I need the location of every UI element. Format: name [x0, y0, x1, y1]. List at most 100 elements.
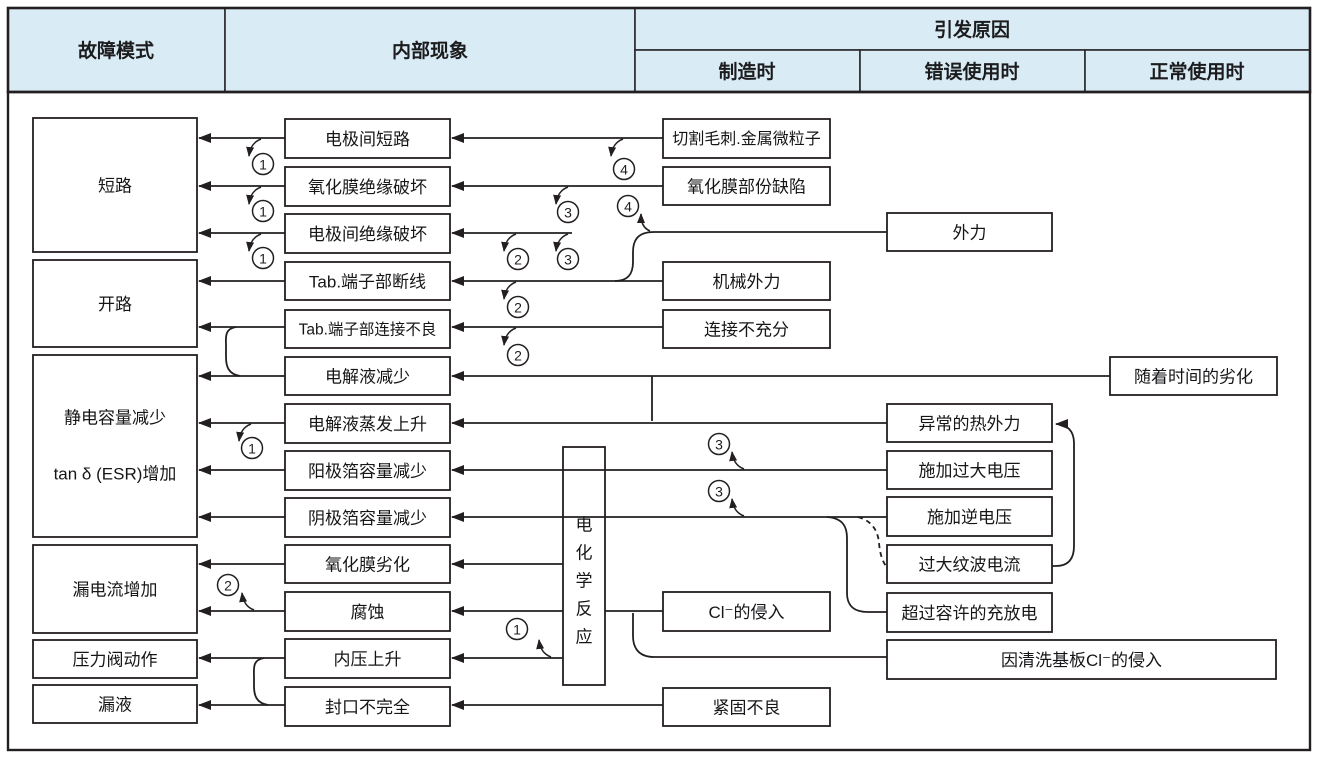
box-cathode-foil-capacity-decrease: 阴极箔容量减少: [284, 497, 451, 538]
box-label-electrochemical-reaction: 应: [576, 628, 593, 647]
box-cutting-burr-metal-particles: 切割毛刺.金属微粒子: [662, 118, 831, 159]
box-label-electrochemical-reaction: 电: [576, 516, 593, 535]
box-leakage-current-increase: 漏电流增加: [32, 544, 198, 634]
box-rect-leakage-current-increase: [32, 544, 198, 634]
box-label-oxide-film-partial-defect: 氧化膜部份缺陷: [687, 178, 806, 197]
box-rect-capacitance-decrease: [32, 354, 198, 538]
box-short-circuit: 短路: [32, 117, 198, 253]
box-rect-electrochemical-reaction: [562, 446, 606, 686]
box-label-short-circuit: 短路: [98, 177, 132, 196]
box-label-electrode-insulation-breakdown: 电极间绝缘破坏: [308, 225, 427, 244]
circled-number-ring: [251, 246, 275, 270]
reference-hook-arrow: [501, 327, 517, 346]
box-label-leakage-current-increase: 漏电流增加: [73, 581, 158, 600]
circled-number-digit: 4: [620, 162, 628, 178]
box-oxide-film-partial-defect: 氧化膜部份缺陷: [662, 166, 831, 206]
circled-number-digit: 2: [514, 348, 522, 364]
circled-number-ring: [505, 617, 529, 641]
circled-number-1: 1: [251, 199, 275, 223]
box-label-electrolyte-evaporation: 电解液蒸发上升: [308, 415, 427, 434]
connector-line: [614, 231, 887, 282]
header-failure-mode: 故障模式: [78, 39, 154, 62]
reference-hook-arrow: [553, 233, 569, 252]
reference-hook-arrow: [637, 213, 651, 232]
box-mechanical-external-force: 机械外力: [662, 261, 831, 301]
box-rect-mechanical-external-force: [662, 261, 831, 301]
circled-number-ring: [506, 247, 530, 271]
reference-hook-arrow: [246, 138, 262, 157]
header-cell-normal-use: [1084, 49, 1311, 93]
circled-number-ring: [556, 247, 580, 271]
circled-number-digit: 3: [564, 252, 572, 268]
circled-number-digit: 1: [248, 441, 256, 457]
circled-number-ring: [506, 343, 530, 367]
box-rect-over-permitted-charge-discharge: [886, 592, 1053, 633]
box-label-electrochemical-reaction: 化: [576, 544, 593, 563]
diagram-frame: [6, 90, 1312, 752]
box-label-cl-intrusion: Cl⁻的侵入: [708, 603, 784, 622]
box-label-cathode-foil-capacity-decrease: 阴极箔容量减少: [308, 509, 427, 528]
box-rect-incomplete-sealing: [284, 686, 451, 727]
box-label-electrolyte-decrease: 电解液减少: [325, 368, 410, 387]
box-label-open-circuit: 开路: [98, 295, 132, 314]
circled-number-digit: 3: [715, 484, 723, 500]
circled-number-3: 3: [707, 432, 731, 456]
header-table: 故障模式 内部现象 引发原因 制造时 错误使用时 正常使用时: [6, 6, 1312, 94]
reference-hook-arrow: [608, 138, 624, 157]
box-rect-reverse-voltage: [886, 496, 1053, 537]
box-label-excessive-voltage: 施加过大电压: [919, 462, 1021, 481]
box-label-oxide-film-insulation-breakdown: 氧化膜绝缘破坏: [308, 178, 427, 197]
box-label-board-cleaning-cl-intrusion: 因清洗基板Cl⁻的侵入: [1001, 651, 1162, 670]
box-rect-insufficient-connection: [662, 309, 831, 349]
box-label-tab-terminal-break: Tab.端子部断线: [309, 273, 426, 292]
circled-number-ring: [707, 432, 731, 456]
box-rect-board-cleaning-cl-intrusion: [886, 639, 1277, 680]
box-tab-terminal-break: Tab.端子部断线: [284, 261, 451, 301]
connector-line: [252, 657, 269, 706]
box-excessive-ripple-current: 过大纹波电流: [886, 544, 1053, 584]
circled-number-ring: [707, 479, 731, 503]
reference-hook-arrow: [246, 186, 262, 205]
box-rect-electrode-insulation-breakdown: [284, 213, 451, 254]
box-label-cutting-burr-metal-particles: 切割毛刺.金属微粒子: [672, 130, 820, 148]
box-rect-electrolyte-decrease: [284, 356, 451, 396]
circled-number-digit: 2: [514, 252, 522, 268]
box-rect-open-circuit: [32, 259, 198, 348]
reference-hook-arrow: [536, 639, 552, 658]
circled-number-digit: 1: [259, 204, 267, 220]
box-label-tab-terminal-bad-connection: Tab.端子部连接不良: [299, 321, 437, 339]
box-electrode-insulation-breakdown: 电极间绝缘破坏: [284, 213, 451, 254]
reference-hook-arrow: [236, 423, 252, 442]
box-label-electrochemical-reaction: 反: [576, 600, 593, 619]
box-rect-oxide-film-deterioration: [284, 544, 451, 584]
box-label-oxide-film-deterioration: 氧化膜劣化: [325, 556, 410, 575]
circled-number-3: 3: [556, 247, 580, 271]
box-label-electrochemical-reaction: 学: [576, 572, 593, 591]
box-label-electrode-short: 电极间短路: [325, 130, 410, 149]
box-rect-abnormal-thermal-force: [886, 403, 1053, 443]
header-manufacturing: 制造时: [718, 60, 775, 83]
box-label-abnormal-thermal-force: 异常的热外力: [919, 415, 1021, 434]
box-label-mechanical-external-force: 机械外力: [713, 273, 781, 292]
box-cl-intrusion: Cl⁻的侵入: [662, 591, 831, 632]
box-rect-oxide-film-insulation-breakdown: [284, 166, 451, 207]
box-board-cleaning-cl-intrusion: 因清洗基板Cl⁻的侵入: [886, 639, 1277, 680]
circled-number-2: 2: [506, 295, 530, 319]
header-internal-phenomenon: 内部现象: [392, 39, 468, 62]
box-corrosion: 腐蚀: [284, 591, 451, 632]
box-rect-oxide-film-partial-defect: [662, 166, 831, 206]
circled-number-2: 2: [506, 247, 530, 271]
circled-number-1: 1: [251, 246, 275, 270]
box-degradation-over-time: 随着时间的劣化: [1109, 356, 1278, 396]
reference-hook-arrow: [729, 498, 745, 517]
circled-number-3: 3: [556, 200, 580, 224]
box-electrode-short: 电极间短路: [284, 118, 451, 159]
connector-line: [826, 516, 887, 613]
reference-hook-arrow: [501, 281, 517, 300]
circled-number-ring: [216, 573, 240, 597]
box-excessive-voltage: 施加过大电压: [886, 450, 1053, 490]
